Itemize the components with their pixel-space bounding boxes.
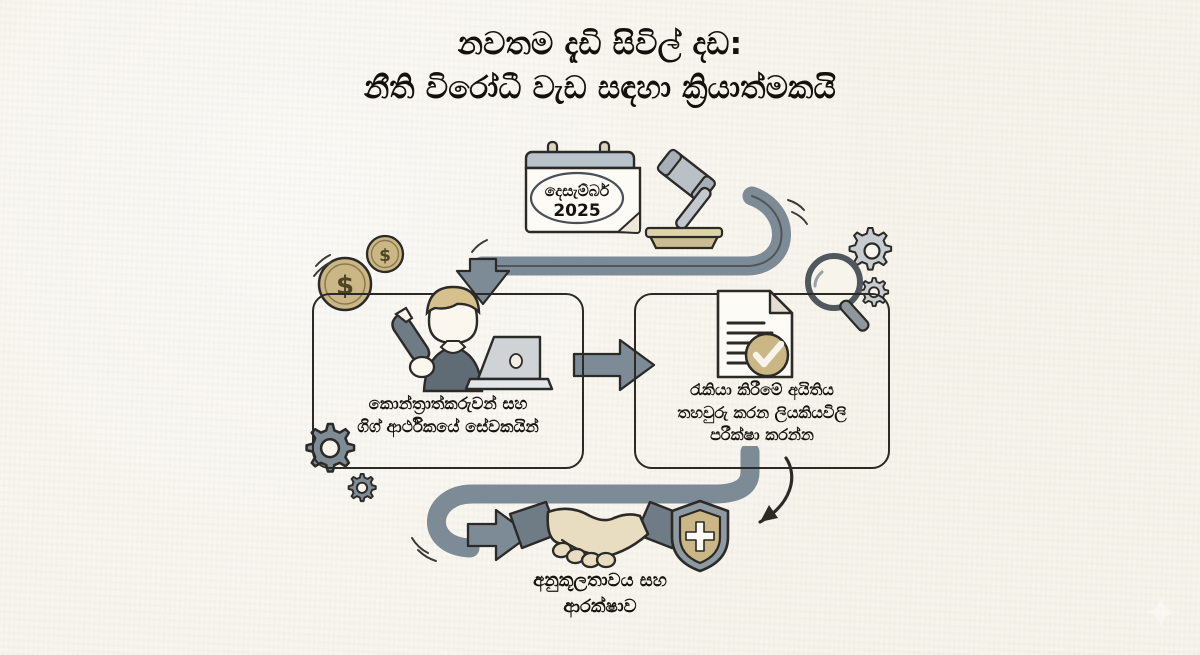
contractors-label-line-1: කොන්ත්‍රාත්කරුවන් සහ bbox=[368, 394, 528, 413]
arrow-curved-top-icon bbox=[455, 186, 808, 306]
gavel-icon bbox=[644, 148, 724, 250]
compliance-label-line-1: අනුකූලතාවය සහ bbox=[533, 570, 667, 591]
flow-step-contractors-label: කොන්ත්‍රාත්කරුවන් සහ ගිග් ආර්ථිකයේ සේවකය… bbox=[314, 392, 582, 439]
magnifier-icon bbox=[805, 253, 870, 332]
calendar-month-text: දෙසැම්බර් bbox=[545, 182, 610, 201]
flow-outcome-label: අනුකූලතාවය සහ ආරක්ෂාව bbox=[0, 568, 1200, 620]
flow-step-documents[interactable]: රැකියා කිරීමේ අයිතිය තහවුරු කරන ලියකියවි… bbox=[634, 289, 890, 469]
documents-label-line-3: පරීක්ෂා කරන්න bbox=[710, 425, 814, 445]
page-title-line-1: නවතම දැඩි සිවිල් දඩ: bbox=[457, 26, 743, 62]
wrench-icon bbox=[391, 306, 431, 364]
coin-small-dollar-icon: $ bbox=[365, 234, 405, 274]
documents-label-line-1: රැකියා කිරීමේ අයිතිය bbox=[690, 380, 834, 399]
wall-calendar-icon: දෙසැම්බර් 2025 bbox=[524, 140, 642, 235]
sparkle-watermark-icon bbox=[1145, 596, 1177, 628]
gear-large-top-right-icon bbox=[848, 226, 893, 271]
arrow-bottom-motion-lines bbox=[411, 537, 437, 562]
documents-label-line-2: තහවුරු කරන ලියකියවිලි bbox=[677, 402, 847, 422]
magnifier-gears-group bbox=[805, 226, 893, 332]
calendar-year-text: 2025 bbox=[553, 201, 600, 221]
contractors-label-line-2: ගිග් ආර්ථිකයේ සේවකයින් bbox=[357, 417, 539, 437]
page-title: නවතම දැඩි සිවිල් දඩ: නීති විරෝධී වැඩ සඳහ… bbox=[0, 22, 1200, 110]
coin-motion-lines bbox=[313, 254, 332, 277]
arrow-curved-bottom-icon bbox=[411, 446, 760, 562]
arrow-top-motion-lines bbox=[471, 199, 808, 253]
arrow-small-curved-right-icon bbox=[758, 456, 794, 524]
document-verified-icon bbox=[716, 289, 794, 379]
flow-step-contractors[interactable]: කොන්ත්‍රාත්කරුවන් සහ ගිග් ආර්ථිකයේ සේවකය… bbox=[312, 285, 584, 469]
flow-step-documents-label: රැකියා කිරීමේ අයිතිය තහවුරු කරන ලියකියවි… bbox=[636, 379, 888, 447]
page-title-line-2: නීති විරෝධී වැඩ සඳහා ක්‍රියාත්මකයි bbox=[364, 70, 836, 107]
shield-plus-icon bbox=[670, 499, 730, 573]
gear-small-bottom-left-icon bbox=[347, 473, 377, 503]
checkmark-badge-icon bbox=[744, 332, 790, 378]
worker-with-laptop-icon bbox=[391, 285, 554, 393]
compliance-label-line-2: ආරක්ෂාව bbox=[563, 596, 637, 618]
laptop-icon bbox=[464, 335, 554, 391]
calendar-gavel-group: දෙසැම්බර් 2025 bbox=[524, 140, 724, 250]
handshake-icon bbox=[508, 500, 688, 569]
coin-small-symbol: $ bbox=[379, 246, 391, 266]
